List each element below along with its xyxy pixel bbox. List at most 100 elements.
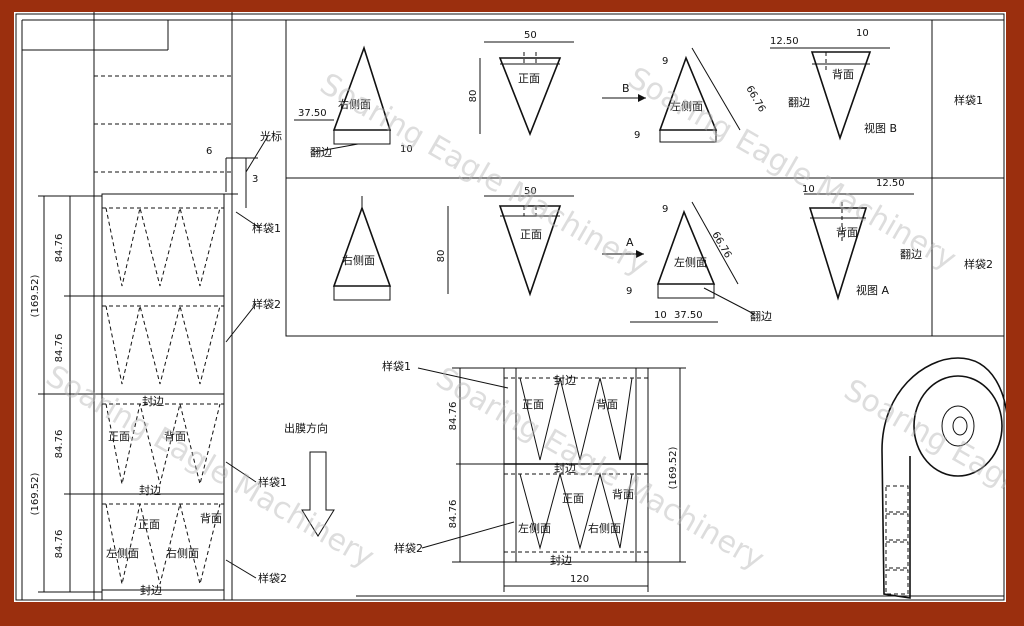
watermark-1: Soaring Eagle Machinery (314, 67, 654, 284)
svg-text:80: 80 (468, 90, 479, 103)
svg-text:9: 9 (662, 204, 668, 215)
svg-text:背面: 背面 (612, 487, 634, 501)
row2-right-side-view: 右侧面 (332, 196, 392, 301)
svg-text:视图 B: 视图 B (864, 121, 897, 135)
film-direction-indicator: 出膜方向 (284, 421, 335, 537)
svg-text:84.76: 84.76 (448, 500, 459, 529)
dim-pitch-1: 84.76 (54, 234, 65, 263)
svg-text:左侧面: 左侧面 (674, 256, 707, 269)
svg-text:封边: 封边 (550, 553, 572, 567)
center-bag-pair: 84.76 84.76 (169.52) 120 封边 正面 背面 封边 正面 … (382, 359, 686, 592)
seal-label-a: 封边 (142, 394, 164, 408)
arrow-b-icon (638, 94, 646, 102)
dim-cursor-6: 6 (206, 146, 212, 157)
row1-front-view: 50 80 正面 (468, 30, 574, 137)
views-table: 样袋1 样袋2 (285, 19, 1005, 337)
film-strip-left (21, 12, 238, 601)
table-row-2-label: 样袋2 (964, 257, 993, 271)
svg-text:翻边: 翻边 (788, 95, 810, 109)
back-label-left: 背面 (200, 511, 222, 525)
dim-pitch-total-2: (169.52) (30, 473, 41, 516)
svg-text:66.76: 66.76 (743, 84, 767, 114)
row1-right-side-view: 右侧面 37.50 10 翻边 (294, 45, 413, 159)
sample-bag-2-label-a: 样袋2 (252, 297, 281, 311)
center-sample-bag-1-label: 样袋1 (382, 359, 411, 373)
svg-text:左侧面: 左侧面 (518, 522, 551, 535)
svg-text:10: 10 (802, 184, 815, 195)
svg-text:翻边: 翻边 (310, 145, 332, 159)
front-label-left: 正面 (138, 518, 160, 531)
row1-view-b: 12.50 10 背面 翻边 视图 B (770, 28, 897, 141)
svg-text:正面: 正面 (520, 228, 542, 241)
film-direction-label: 出膜方向 (284, 421, 328, 435)
svg-text:66.76: 66.76 (709, 230, 733, 260)
right-side-label-left: 右侧面 (166, 546, 199, 560)
watermark-4: Soaring Eagle Machinery (430, 361, 770, 578)
svg-text:9: 9 (634, 130, 640, 141)
svg-text:12.50: 12.50 (770, 36, 799, 47)
dim-pitch-total-1: (169.52) (30, 275, 41, 318)
svg-text:背面: 背面 (832, 67, 854, 81)
svg-text:右侧面: 右侧面 (342, 253, 375, 267)
svg-text:9: 9 (626, 286, 632, 297)
svg-text:9: 9 (662, 56, 668, 67)
sample-bag-1-label-a: 样袋1 (252, 221, 281, 235)
drawing-border (15, 13, 1005, 601)
svg-text:背面: 背面 (836, 225, 858, 239)
dim-pitch-3: 84.76 (54, 430, 65, 459)
svg-text:50: 50 (524, 30, 537, 41)
svg-text:翻边: 翻边 (750, 309, 772, 323)
watermark-3: Soaring Eagle Machinery (40, 359, 380, 576)
row2-front-view: 50 80 正面 (436, 186, 574, 297)
svg-text:右侧面: 右侧面 (588, 521, 621, 535)
svg-text:10: 10 (856, 28, 869, 39)
svg-text:背面: 背面 (596, 397, 618, 411)
svg-text:(169.52): (169.52) (668, 447, 679, 490)
svg-text:正面: 正面 (562, 492, 584, 505)
back-rev-label-left: 背面 (164, 429, 186, 443)
svg-text:翻边: 翻边 (900, 247, 922, 261)
svg-text:正面: 正面 (518, 72, 540, 85)
svg-text:A: A (626, 236, 634, 249)
bag-strip-outline (101, 193, 225, 601)
down-arrow-icon (301, 451, 335, 537)
svg-text:10: 10 (654, 310, 667, 321)
film-roll-illustration (881, 357, 1006, 599)
svg-text:37.50: 37.50 (674, 310, 703, 321)
cursor-mark-label: 光标 (260, 129, 282, 143)
svg-text:12.50: 12.50 (876, 178, 905, 189)
svg-text:10: 10 (400, 144, 413, 155)
watermark-5: Soaring Eagle Machinery (838, 373, 1006, 590)
left-strip-labels: 封边 封边 正面 背面 左侧面 右侧面 封边 正面 背面 (106, 394, 222, 597)
svg-text:左侧面: 左侧面 (670, 100, 703, 113)
svg-text:120: 120 (570, 574, 589, 585)
svg-text:正面: 正面 (522, 398, 544, 411)
seal-label-c: 封边 (140, 583, 162, 597)
row2-view-a: 10 12.50 背面 翻边 视图 A (802, 178, 922, 301)
svg-text:37.50: 37.50 (298, 108, 327, 119)
technical-drawing: 84.76 84.76 84.76 84.76 (169.52) (169.52… (15, 12, 1006, 601)
dim-cursor-3: 3 (252, 174, 258, 185)
svg-text:封边: 封边 (554, 373, 576, 387)
sample-bag-1-label-b: 样袋1 (258, 475, 287, 489)
seal-label-b: 封边 (139, 483, 161, 497)
watermark-layer: Soaring Eagle Machinery Soaring Eagle Ma… (40, 61, 1006, 590)
center-sample-bag-2-label: 样袋2 (394, 541, 423, 555)
svg-text:50: 50 (524, 186, 537, 197)
svg-text:视图 A: 视图 A (856, 283, 889, 297)
svg-text:80: 80 (436, 250, 447, 263)
arrow-a-icon (636, 250, 644, 258)
left-side-label-left: 左侧面 (106, 547, 139, 560)
cursor-mark-callout: 光标 6 3 样袋1 样袋2 样袋1 样袋2 (206, 129, 287, 585)
dim-pitch-4: 84.76 (54, 530, 65, 559)
dim-pitch-2: 84.76 (54, 334, 65, 363)
svg-text:封边: 封边 (554, 461, 576, 475)
svg-text:84.76: 84.76 (448, 402, 459, 431)
svg-text:B: B (622, 82, 630, 95)
table-row-1-label: 样袋1 (954, 93, 983, 107)
sample-bag-2-label-b: 样袋2 (258, 571, 287, 585)
left-dimension-chain: 84.76 84.76 84.76 84.76 (169.52) (169.52… (30, 195, 102, 593)
front-rev-label-left: 正面 (108, 430, 130, 443)
svg-text:右侧面: 右侧面 (338, 97, 371, 111)
drawing-canvas: 84.76 84.76 84.76 84.76 (169.52) (169.52… (14, 12, 1006, 602)
